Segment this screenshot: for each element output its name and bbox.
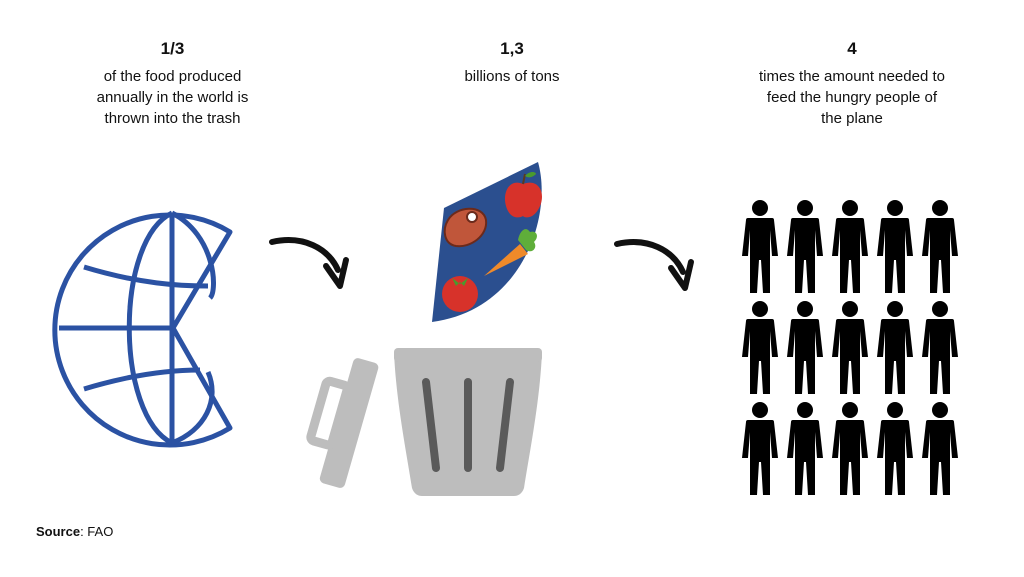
globe-missing-slice-icon bbox=[52, 210, 233, 448]
person-icon bbox=[877, 402, 913, 495]
trash-bin-icon bbox=[306, 348, 542, 496]
arrow-icon bbox=[269, 237, 349, 289]
stat-food-share-text: of the food produced annually in the wor… bbox=[96, 68, 249, 127]
person-icon bbox=[787, 301, 823, 394]
person-icon bbox=[877, 200, 913, 293]
tomato-icon bbox=[442, 276, 478, 312]
stat-tons: 1,3 billions of tons bbox=[412, 38, 612, 87]
source-value: : FAO bbox=[80, 524, 114, 539]
meat-icon bbox=[443, 207, 488, 248]
person-icon bbox=[922, 200, 958, 293]
stat-feed-multiple-value: 4 bbox=[847, 39, 857, 58]
stat-tons-value: 1,3 bbox=[500, 39, 524, 58]
person-icon bbox=[832, 402, 868, 495]
person-icon bbox=[742, 301, 778, 394]
person-icon bbox=[832, 301, 868, 394]
food-slice-icon bbox=[432, 162, 543, 322]
person-icon bbox=[922, 301, 958, 394]
person-icon bbox=[742, 402, 778, 495]
stat-feed-multiple-text: times the amount needed to feed the hung… bbox=[759, 68, 945, 127]
trash-bin-lid bbox=[306, 358, 379, 488]
person-icon bbox=[877, 301, 913, 394]
person-icon bbox=[787, 402, 823, 495]
arrow-icon bbox=[614, 239, 694, 291]
person-icon bbox=[787, 200, 823, 293]
stat-food-share: 1/3 of the food produced annually in the… bbox=[80, 38, 265, 129]
carrot-icon bbox=[484, 229, 537, 276]
person-icon bbox=[742, 200, 778, 293]
person-icon bbox=[922, 402, 958, 495]
stat-tons-text: billions of tons bbox=[464, 68, 560, 85]
stat-feed-multiple: 4 times the amount needed to feed the hu… bbox=[757, 38, 947, 129]
person-icon bbox=[832, 200, 868, 293]
apple-icon bbox=[504, 172, 543, 218]
people-grid-icon bbox=[742, 200, 958, 495]
source-label: Source bbox=[36, 524, 81, 539]
source-note: Source: FAO bbox=[36, 524, 113, 539]
stat-food-share-value: 1/3 bbox=[160, 39, 185, 58]
